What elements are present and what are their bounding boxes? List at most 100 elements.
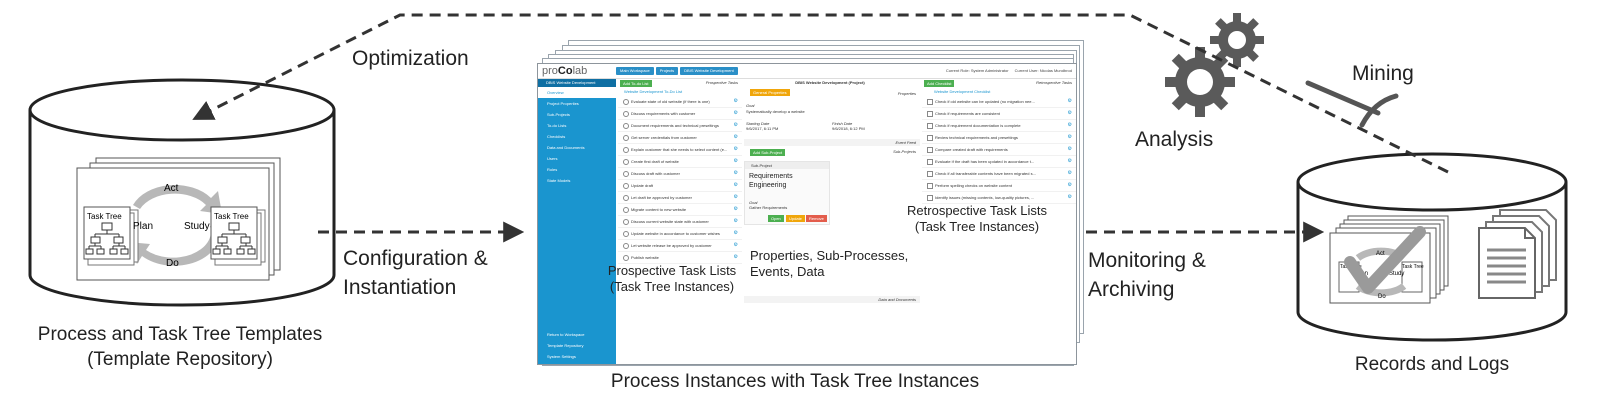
todo-list-item[interactable]: Discuss current website state with custo…: [618, 216, 742, 228]
breadcrumb-project[interactable]: DBIS Website Development: [680, 67, 738, 75]
optimization-label: Optimization: [352, 47, 469, 70]
retrospective-lists-label-line2: (Task Tree Instances): [914, 219, 1040, 234]
finish-date-value: 9/6/2018, 6:12 PM: [832, 126, 865, 131]
todo-list-item[interactable]: Publish website: [618, 252, 742, 264]
sidebar-item[interactable]: Roles: [547, 167, 558, 172]
procollab-app-screenshot: proColab Main Workspace Projects DBIS We…: [537, 63, 1077, 365]
data-documents-header: Data and Documents: [744, 296, 920, 303]
finish-date-label: Finish Date: [832, 121, 853, 126]
add-todo-list-button[interactable]: Add To-do List: [620, 80, 652, 87]
breadcrumb-projects[interactable]: Projects: [655, 67, 679, 75]
pdsa-task-tree-left-label: Task Tree: [87, 212, 122, 221]
todo-list-item[interactable]: Update draft: [618, 180, 742, 192]
process-instances-caption: Process Instances with Task Tree Instanc…: [610, 371, 980, 392]
template-repository-caption-line1: Process and Task Tree Templates: [37, 324, 323, 345]
todo-list-item[interactable]: Document requirements and technical pres…: [618, 120, 742, 132]
sub-project-card: Sub-Project Requirements Engineering Goa…: [744, 161, 830, 225]
pdsa-task-tree-right-label: Task Tree: [214, 212, 249, 221]
sidebar-bottom-item[interactable]: System Settings: [547, 354, 576, 359]
prospective-lists-label-line1: Prospective Task Lists: [607, 263, 737, 278]
app-logo: proColab: [542, 65, 588, 77]
event-feed-header: Event Feed: [744, 139, 920, 146]
svg-text:Study: Study: [1389, 271, 1404, 277]
user-info: Current Role: System Administrator Curre…: [945, 68, 1072, 73]
sidebar-item[interactable]: State Models: [547, 178, 571, 183]
monitoring-label-line1: Monitoring &: [1088, 249, 1206, 272]
document-stack-icon: [1478, 209, 1557, 299]
checklist-item[interactable]: Check if all transferable contents have …: [922, 168, 1076, 180]
sidebar-bottom-item[interactable]: Return to Workspace: [547, 332, 585, 337]
checklist-item[interactable]: Review technical requirements and preset…: [922, 132, 1076, 144]
general-properties-button[interactable]: General Properties: [750, 89, 790, 96]
current-user[interactable]: Nicolas Mundbrod: [1039, 68, 1072, 73]
todo-list-item[interactable]: Explain customer that she needs to selec…: [618, 144, 742, 156]
sub-project-title-line2: Engineering: [749, 182, 787, 189]
todo-list-item[interactable]: Discuss draft with customer: [618, 168, 742, 180]
checklist-item[interactable]: Identify issues (missing contents, low-q…: [922, 192, 1076, 204]
project-title: DBIS Website Development (Project): [795, 80, 865, 85]
app-topbar: proColab Main Workspace Projects DBIS We…: [538, 64, 1076, 79]
prospective-tasks-column: Prospective Tasks Add To-do List Website…: [618, 79, 742, 364]
breadcrumb-main-workspace[interactable]: Main Workspace: [616, 67, 654, 75]
todo-list-item[interactable]: Update website in accordance to customer…: [618, 228, 742, 240]
todo-list-item[interactable]: Let website release be approved by custo…: [618, 240, 742, 252]
sidebar-item[interactable]: Overview: [538, 87, 616, 98]
records-logs-caption: Records and Logs: [1354, 354, 1510, 375]
sidebar-item[interactable]: Checklists: [547, 134, 566, 139]
project-properties-column: DBIS Website Development (Project) Gener…: [744, 79, 920, 364]
template-repository-caption-line2: (Template Repository): [87, 349, 273, 370]
sidebar-item[interactable]: Sub-Projects: [547, 112, 570, 117]
breadcrumb: Main Workspace Projects DBIS Website Dev…: [616, 67, 738, 75]
sidebar-header: DBIS Website Development: [538, 79, 616, 87]
sub-project-title-line1: Requirements: [749, 173, 793, 180]
todo-list-item[interactable]: Evaluate state of old website (if there …: [618, 96, 742, 108]
checklist-item[interactable]: Check if requirement documentation is co…: [922, 120, 1076, 132]
pdsa-act-label: Act: [164, 183, 179, 194]
retrospective-tasks-column: Retrospective Tasks Add Checklist Websit…: [922, 79, 1076, 364]
gear-icon: [1165, 13, 1264, 117]
goal-value: Systematically develop a website: [746, 109, 805, 114]
checklist-item[interactable]: Perform spelling checks on website conte…: [922, 180, 1076, 192]
todo-list-item[interactable]: Let draft be approved by customer: [618, 192, 742, 204]
task-tree-right-icon: [210, 206, 266, 266]
remove-button[interactable]: Remove: [806, 215, 827, 222]
retrospective-lists-label-line1: Retrospective Task Lists: [907, 203, 1047, 218]
add-checklist-button[interactable]: Add Checklist: [924, 80, 955, 87]
sidebar-item[interactable]: To-do Lists: [547, 123, 567, 128]
sub-project-goal-label: Goal: [749, 200, 758, 205]
pickaxe-icon: [1305, 80, 1399, 128]
checklist-title[interactable]: Website Development Checklist: [934, 89, 991, 94]
properties-label-line2: Events, Data: [750, 264, 825, 279]
checklist-item[interactable]: Evaluate if the draft has been updated i…: [922, 156, 1076, 168]
sub-projects-header: Sub-Projects: [893, 149, 916, 154]
todo-list-item[interactable]: Create first draft of website: [618, 156, 742, 168]
optimization-arrow: [192, 13, 1449, 174]
analysis-label: Analysis: [1135, 128, 1214, 151]
add-sub-project-button[interactable]: Add Sub-Project: [750, 149, 786, 156]
pdsa-cycle-icon: [128, 184, 222, 266]
monitoring-label-line2: Archiving: [1088, 278, 1175, 301]
sidebar-item[interactable]: Data and Documents: [547, 145, 585, 150]
sidebar-item[interactable]: Project Properties: [547, 101, 579, 106]
checklist-item[interactable]: Compare created draft with requirements: [922, 144, 1076, 156]
pdsa-study-label: Study: [184, 221, 210, 232]
goal-label: Goal: [746, 103, 755, 108]
todo-list-item[interactable]: Discuss requirements with customer: [618, 108, 742, 120]
checklist-item[interactable]: Check if requirements are consistent: [922, 108, 1076, 120]
open-button[interactable]: Open: [768, 215, 784, 222]
starting-date-label: Starting Date: [746, 121, 770, 126]
configuration-label-line2: Instantiation: [343, 276, 457, 299]
mining-label: Mining: [1352, 62, 1414, 85]
todo-list-item[interactable]: Migrate content to new website: [618, 204, 742, 216]
starting-date-value: 9/6/2017, 6:11 PM: [746, 126, 779, 131]
todo-list-title[interactable]: Website Development To-Do List: [624, 89, 683, 94]
checklist-item[interactable]: Check if old website can be updated (no …: [922, 96, 1076, 108]
sidebar-bottom-item[interactable]: Template Repository: [547, 343, 584, 348]
current-role[interactable]: System Administrator: [970, 68, 1009, 73]
update-button[interactable]: Update: [786, 215, 805, 222]
sidebar-item[interactable]: Users: [547, 156, 558, 161]
todo-list-item[interactable]: Get server credentials from customer: [618, 132, 742, 144]
configuration-label-line1: Configuration &: [343, 247, 488, 270]
svg-text:Do: Do: [1378, 294, 1386, 300]
